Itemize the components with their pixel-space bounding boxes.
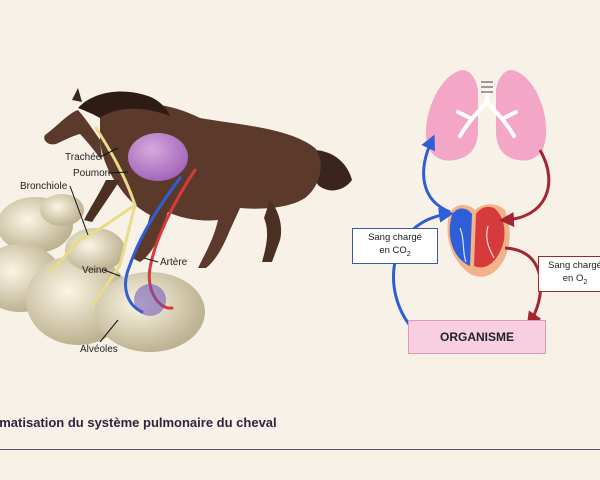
label-bronchiole: Bronchiole [20,181,68,192]
capillary-network [134,284,166,316]
o2-box-line1: Sang chargé [548,260,600,271]
o2-box-line2: en O2 [562,273,588,286]
label-poumon: Poumon [73,168,110,179]
horse-lung [128,133,188,181]
arrow-heart-to-organisme [504,246,543,327]
co2-blood-box: Sang chargé en CO2 [352,228,438,264]
co2-box-line1: Sang chargé [368,232,422,243]
vein [124,176,182,314]
organisme-box: ORGANISME [408,320,546,354]
organisme-label: ORGANISME [439,330,514,344]
airway-tree [48,126,137,307]
caption-divider [0,449,600,450]
label-alveoles: Alvéoles [80,344,118,355]
co2-box-line2: en CO2 [379,245,411,258]
label-leaders [69,147,159,343]
figure-caption: ématisation du système pulmonaire du che… [0,415,277,430]
label-artere: Artère [160,257,188,268]
lungs [425,70,547,161]
label-veine: Veine [82,265,107,276]
heart [447,204,510,277]
label-trachee: Trachée [65,152,102,163]
o2-blood-box: Sang chargé en O2 [538,256,600,292]
arrow-lungs-to-heart [499,149,551,228]
